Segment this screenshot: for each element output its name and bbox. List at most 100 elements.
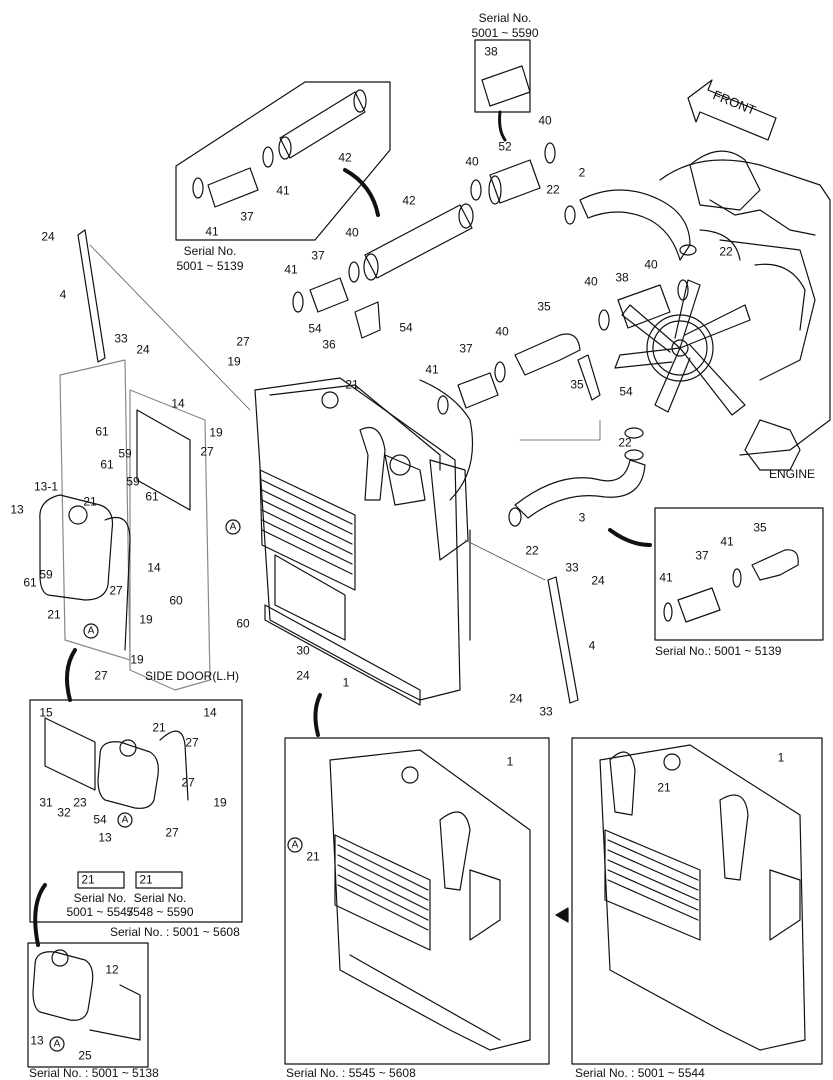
callout-61: 61 [23,575,37,590]
callout-27: 24 [591,573,605,588]
hose-2 [579,189,691,261]
callout-50: 60 [169,593,183,608]
callout-52: 42 [338,150,352,165]
bracket-15 [136,409,191,511]
callout-35-inset: 35 [753,520,767,535]
hose-3 [514,459,646,519]
callout-27: 24 [296,668,310,683]
callout-42: 54 [619,384,633,399]
callout-24: 27 [236,334,250,349]
hose-54 [489,159,541,204]
pipe-52-main [364,204,473,279]
callout-40-inset: 41 [720,534,734,549]
callout-41: 40 [495,324,509,339]
callout-40: 41 [284,262,298,277]
side-door-label: SIDE DOOR(L.H) [145,669,240,683]
callout-39: 38 [615,270,629,285]
ref-a-marker: A [291,839,299,851]
pipe-35-inset [751,549,799,581]
callout-31: 31 [39,795,53,810]
pointer-wedge-2 [498,110,507,142]
pointer-wedge-3 [608,528,652,547]
callout-27: 24 [509,691,523,706]
serial-label: Serial No. [478,11,532,25]
callout-1: 1 [506,754,514,769]
inset-frame-radiator-right [571,737,823,1065]
callout-41: 40 [584,274,598,289]
callout-21: 21 [47,607,61,622]
inset-radiator-right [599,744,806,1051]
callout-13: 13 [10,502,24,517]
inset-radiator-mid [329,749,531,1051]
sleeve-39-inset [481,65,531,107]
callout-13: 13 [30,1033,44,1048]
front-label: FRONT [710,87,758,118]
callout-40: 41 [425,362,439,377]
tank-13 [39,494,114,601]
serial-label: Serial No. : 5001 ~ 5608 [110,925,240,939]
callout-22: 22 [525,543,539,558]
callout-40: 41 [276,183,290,198]
inset-frame-radiator-mid [284,737,550,1065]
callout-22: 22 [618,435,632,450]
callout-38: 37 [240,209,254,224]
callout-38: 37 [459,341,473,356]
serial-label: Serial No. [73,891,127,905]
pointer-triangle [555,907,569,923]
callout-15: 15 [39,705,53,720]
callout-1: 1 [777,750,785,765]
callout-42: 54 [399,320,413,335]
sleeve-39-main [617,284,671,329]
callout-59: 59 [126,474,140,489]
callout-39: 38 [484,44,498,59]
callout-61: 61 [145,489,159,504]
callout-37: 36 [322,337,336,352]
serial-label: Serial No. [133,891,187,905]
inset-tank-bottom-body [32,951,94,1021]
side-door-panel [129,389,211,691]
engine-label: ENGINE [769,467,816,481]
callout-35: 35 [537,299,551,314]
callout-41: 40 [345,225,359,240]
callout-23: 25 [78,1048,92,1063]
callout-21: 21 [306,849,320,864]
callout-14: 14 [203,705,217,720]
callout-30: 30 [296,643,310,658]
serial-label: Serial No. : 5545 ~ 5608 [286,1066,416,1080]
callout-4: 4 [588,638,596,653]
serial-label: Serial No.: 5001 ~ 5139 [655,644,782,658]
callout-38: 37 [311,248,325,263]
callout-3: 3 [578,510,586,525]
inset-tank-left-body [97,741,159,809]
callout-24: 27 [200,444,214,459]
callout-33: 33 [565,560,579,575]
pointer-wedge-5 [313,693,322,737]
callout-21: 21 [81,872,95,887]
callout-36: 35 [570,377,584,392]
engine-drawing [614,150,831,471]
callout-60: 60 [236,616,250,631]
inset-tank-left-bracket [44,717,96,791]
serial-label: Serial No. [183,244,237,258]
callout-21: 21 [139,872,153,887]
front-arrow [687,79,777,141]
callout-38-inset: 37 [695,548,709,563]
callout-42: 54 [93,812,107,827]
callout-41: 40 [538,113,552,128]
serial-range: 5001 ~ 5590 [471,26,539,40]
callout-27: 24 [41,229,55,244]
inset-hose-12 [89,984,141,1041]
callout-19: 19 [130,652,144,667]
callout-21: 21 [152,720,166,735]
callout-19: 19 [227,354,241,369]
pointer-wedge-1 [343,168,380,217]
bracket-36 [577,354,601,401]
callout-27: 24 [136,342,150,357]
radiator-main [254,377,474,706]
callout-24: 27 [165,825,179,840]
pipe-35 [514,333,581,376]
serial-range: 5001 ~ 5547 [66,905,134,919]
callout-59: 59 [118,446,132,461]
